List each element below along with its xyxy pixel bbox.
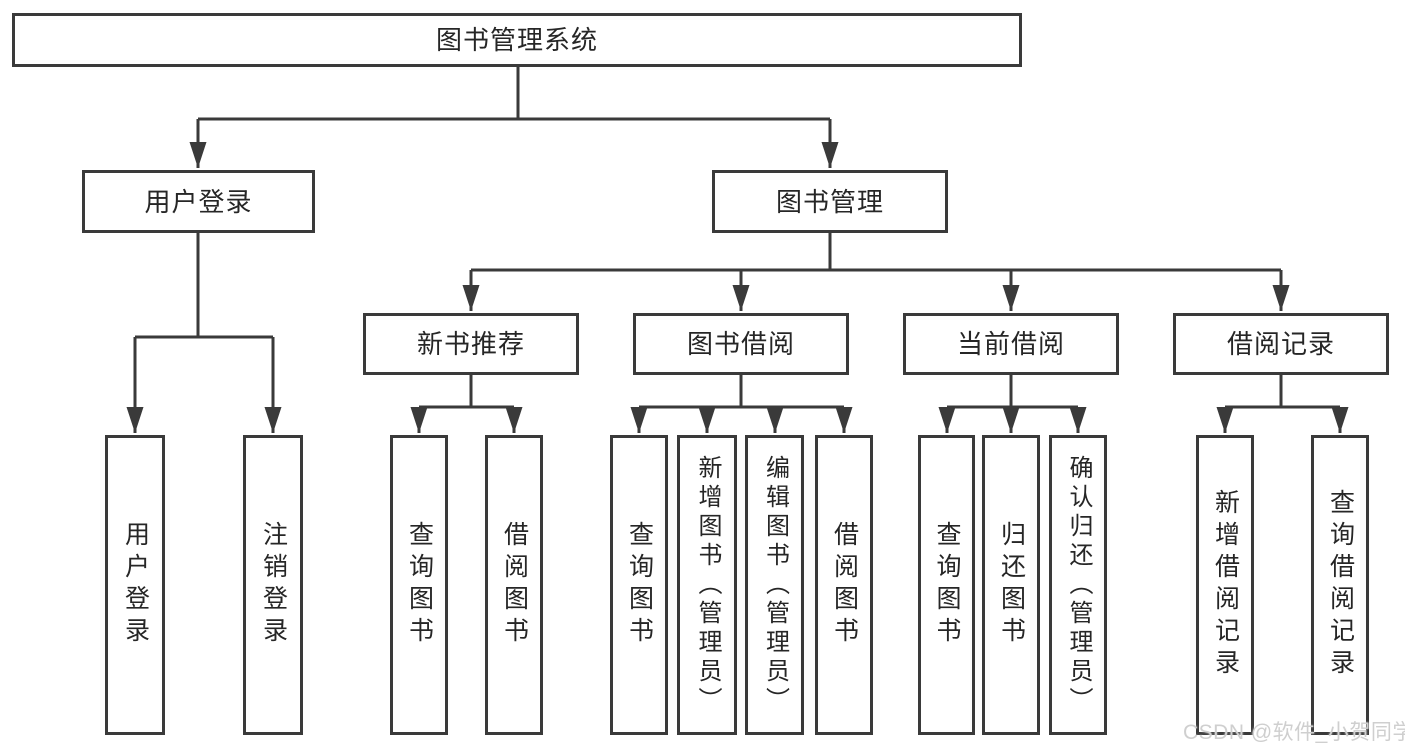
node-book-management-label: 图书管理 bbox=[775, 186, 884, 217]
leaf-borrow-books-recommend: 借阅图书 bbox=[485, 435, 543, 735]
leaf-return-book: 归还图书 bbox=[982, 435, 1040, 735]
leaf-query-books-current: 查询图书 bbox=[918, 435, 975, 735]
leaf-query-books-recommend-label: 查询图书 bbox=[405, 521, 434, 649]
leaf-add-borrow-record-label: 新增借阅记录 bbox=[1211, 489, 1240, 681]
node-borrow-records: 借阅记录 bbox=[1173, 313, 1389, 375]
leaf-query-books-current-label: 查询图书 bbox=[933, 521, 961, 649]
node-book-borrow: 图书借阅 bbox=[633, 313, 849, 375]
node-new-book-recommend-label: 新书推荐 bbox=[416, 329, 525, 359]
leaf-user-login: 用户登录 bbox=[105, 435, 165, 735]
leaf-add-book-admin-label: 新增图书（管理员） bbox=[694, 454, 721, 716]
csdn-watermark: CSDN @软件_小贺同学 bbox=[1183, 721, 1405, 744]
leaf-edit-book-admin-label: 编辑图书（管理员） bbox=[761, 454, 789, 716]
leaf-borrow-books-borrow: 借阅图书 bbox=[815, 435, 873, 735]
node-borrow-records-label: 借阅记录 bbox=[1226, 329, 1335, 359]
leaf-query-books-borrow: 查询图书 bbox=[610, 435, 668, 735]
leaf-confirm-return-admin: 确认归还（管理员） bbox=[1049, 435, 1107, 735]
node-new-book-recommend: 新书推荐 bbox=[363, 313, 579, 375]
leaf-query-borrow-record: 查询借阅记录 bbox=[1311, 435, 1369, 735]
node-book-management: 图书管理 bbox=[712, 170, 948, 233]
node-current-borrow-label: 当前借阅 bbox=[956, 329, 1065, 359]
node-book-borrow-label: 图书借阅 bbox=[686, 329, 795, 359]
leaf-add-book-admin: 新增图书（管理员） bbox=[677, 435, 737, 735]
leaf-add-borrow-record: 新增借阅记录 bbox=[1196, 435, 1254, 735]
leaf-borrow-books-borrow-label: 借阅图书 bbox=[830, 521, 859, 649]
leaf-query-books-borrow-label: 查询图书 bbox=[625, 521, 654, 649]
leaf-query-books-recommend: 查询图书 bbox=[390, 435, 448, 735]
leaf-edit-book-admin: 编辑图书（管理员） bbox=[745, 435, 804, 735]
node-user-login: 用户登录 bbox=[82, 170, 315, 233]
leaf-logout: 注销登录 bbox=[243, 435, 303, 735]
node-root: 图书管理系统 bbox=[12, 13, 1022, 67]
node-current-borrow: 当前借阅 bbox=[903, 313, 1119, 375]
leaf-logout-label: 注销登录 bbox=[259, 521, 288, 649]
leaf-user-login-label: 用户登录 bbox=[121, 521, 150, 649]
node-root-label: 图书管理系统 bbox=[435, 25, 598, 55]
leaf-confirm-return-admin-label: 确认归还（管理员） bbox=[1065, 454, 1092, 716]
leaf-return-book-label: 归还图书 bbox=[997, 521, 1026, 649]
leaf-query-borrow-record-label: 查询借阅记录 bbox=[1326, 489, 1355, 681]
leaf-borrow-books-recommend-label: 借阅图书 bbox=[500, 521, 529, 649]
node-user-login-label: 用户登录 bbox=[144, 186, 253, 217]
